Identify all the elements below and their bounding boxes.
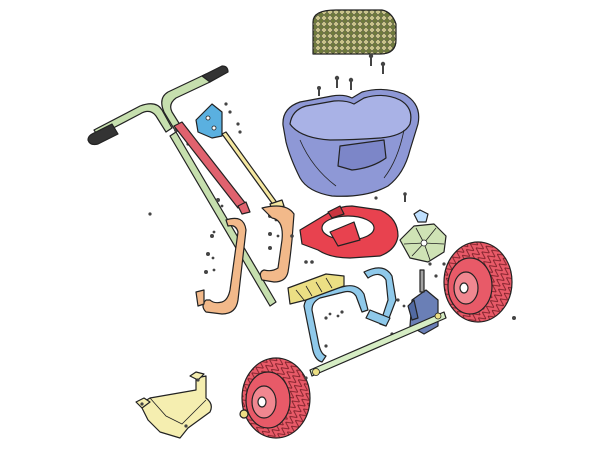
leg-stand	[135, 371, 212, 439]
wheel-right	[443, 241, 513, 323]
lower-frame	[303, 267, 397, 363]
wheel-right-hardware	[442, 262, 516, 320]
hopper	[282, 88, 420, 197]
hopper-lid	[312, 9, 397, 55]
lid-screws	[317, 53, 386, 96]
control-bracket	[195, 103, 223, 139]
wheel-left-hardware	[239, 376, 308, 419]
handle-hardware	[148, 102, 280, 274]
axle	[309, 311, 447, 377]
spreader-base	[299, 205, 399, 259]
spreader-screws	[290, 192, 407, 264]
handle	[93, 73, 277, 307]
impeller-hub	[413, 209, 429, 223]
shift-rod	[173, 121, 251, 215]
wheel-left	[241, 357, 311, 439]
impeller	[399, 223, 447, 263]
deflector-shield	[287, 273, 345, 305]
upper-frame	[195, 205, 295, 315]
handle-grips	[87, 65, 229, 146]
